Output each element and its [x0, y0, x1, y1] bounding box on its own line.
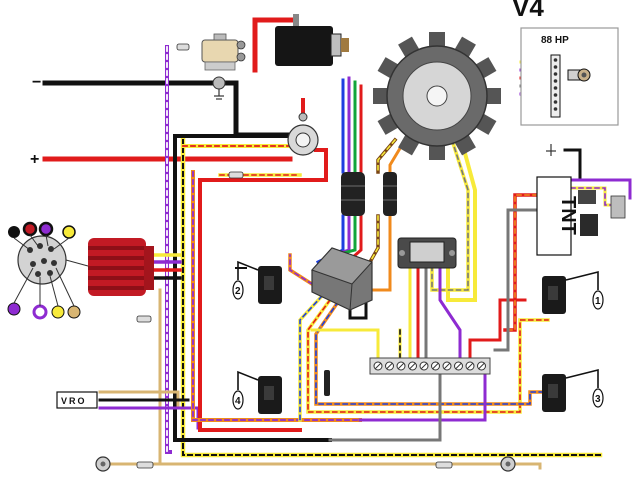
coil-spark-lead	[237, 370, 259, 390]
vro-box: VRO	[56, 391, 98, 409]
harness-purple-white	[165, 45, 172, 454]
harness-black	[173, 134, 332, 442]
spark-plug-cap	[232, 280, 244, 300]
coil-number: 3	[595, 394, 601, 405]
inset-label: 88 HP	[541, 35, 569, 46]
terminal-screw-slot	[443, 362, 451, 370]
starter-motor	[275, 14, 349, 66]
spark-plug-cap	[232, 390, 244, 410]
vro-label: VRO	[61, 396, 87, 406]
terminal-screw-slot	[420, 362, 428, 370]
coil-spark-lead	[565, 270, 599, 290]
coil-face	[264, 386, 274, 400]
coil-face	[264, 276, 274, 290]
ground-terminal-top	[212, 76, 226, 100]
pin-dot-yellow	[51, 305, 65, 319]
pack-to-coil-4	[298, 293, 325, 422]
red-harness	[198, 178, 302, 432]
ignition-coil-4: 4	[232, 370, 282, 414]
coil-number: 4	[235, 396, 241, 407]
spark-plug-cap	[592, 388, 604, 408]
inset-terminal-strip	[550, 54, 561, 118]
battery-negative-label: −	[32, 74, 41, 91]
terminal-screw-slot	[409, 362, 416, 370]
tb-yellow	[310, 328, 380, 360]
stator-brown-yellow	[376, 137, 398, 174]
flywheel-stator	[373, 32, 501, 160]
pin-dot-yellow-black	[62, 225, 76, 239]
terminal-block-round	[287, 112, 319, 156]
tnt-yellow-purple	[569, 186, 613, 207]
pin-dot-purple-black	[38, 221, 54, 237]
tnt-ground	[563, 148, 582, 179]
tnt-red-orange	[503, 193, 539, 332]
terminal-board	[369, 357, 491, 375]
ground-ring-bottom-right	[500, 456, 516, 472]
pack-orange	[370, 214, 392, 292]
pin-legend	[7, 221, 81, 320]
pack-brown	[367, 214, 380, 265]
harness-yellow-black-bottom	[180, 137, 603, 458]
main-harness-plug	[88, 238, 154, 296]
power-pack	[311, 247, 373, 311]
vro-tan	[98, 390, 180, 410]
tb-purple	[358, 372, 487, 422]
tan-ground-bottom	[101, 462, 542, 470]
tnt-purple	[569, 178, 632, 200]
inset-sensor	[567, 68, 591, 82]
coil-number: 1	[595, 296, 601, 307]
pack-red	[349, 214, 363, 261]
orange-purple	[191, 170, 362, 422]
coil-spark-lead	[565, 368, 599, 388]
inset-88hp: 88 HP	[520, 27, 619, 126]
ignition-coil-3: 3	[542, 368, 604, 412]
terminal-screw-slot	[478, 362, 485, 370]
stator-connector-left	[341, 172, 365, 216]
terminal-screw-slot	[466, 362, 474, 370]
tnt-gray	[493, 208, 539, 352]
terminal-screw-slot	[397, 362, 405, 370]
inline-fuse	[136, 43, 453, 469]
diagram-title: V4	[512, 0, 544, 22]
stator-connector-right	[383, 172, 397, 216]
ignition-coil-1: 1	[542, 270, 604, 314]
tnt-module: TNT	[536, 176, 626, 256]
starter-cable	[252, 17, 299, 73]
spark-plug-cap	[592, 290, 604, 310]
rectifier-module	[397, 237, 457, 269]
starter-solenoid	[201, 33, 246, 71]
terminal-screw-slot	[432, 362, 439, 370]
pin-dot-tan	[67, 305, 81, 319]
pin-dot-black	[8, 226, 20, 238]
terminal-screw-slot	[374, 362, 382, 370]
coil-face	[548, 286, 558, 300]
pin-dot-purple-white	[32, 304, 48, 320]
tb-gray	[328, 372, 442, 442]
plug-pinout-face	[17, 235, 89, 285]
terminal-screw-slot	[455, 362, 462, 370]
ground-ring-bottom-left	[95, 456, 111, 472]
coil-number: 2	[235, 286, 241, 297]
pack-to-coil-1	[306, 297, 550, 414]
red-to-junction	[198, 148, 328, 182]
ignition-coil-2: 2	[232, 260, 282, 304]
pin-dot-purple	[7, 302, 21, 316]
rect-purple	[438, 266, 462, 360]
pack-to-coil-2	[288, 253, 315, 287]
ground-terminal-tnt	[546, 144, 556, 156]
battery-positive-label: +	[30, 151, 39, 168]
stator-yellow-1	[446, 132, 477, 302]
stator-yellow-gray	[430, 137, 470, 292]
flywheel-hub	[426, 85, 448, 107]
pin-dot-black-red	[22, 221, 38, 237]
tnt-label: TNT	[557, 196, 579, 235]
coil-spark-lead	[237, 260, 259, 280]
coil-face	[548, 384, 558, 398]
terminal-screw-slot	[386, 362, 393, 370]
pack-ground	[348, 296, 368, 320]
